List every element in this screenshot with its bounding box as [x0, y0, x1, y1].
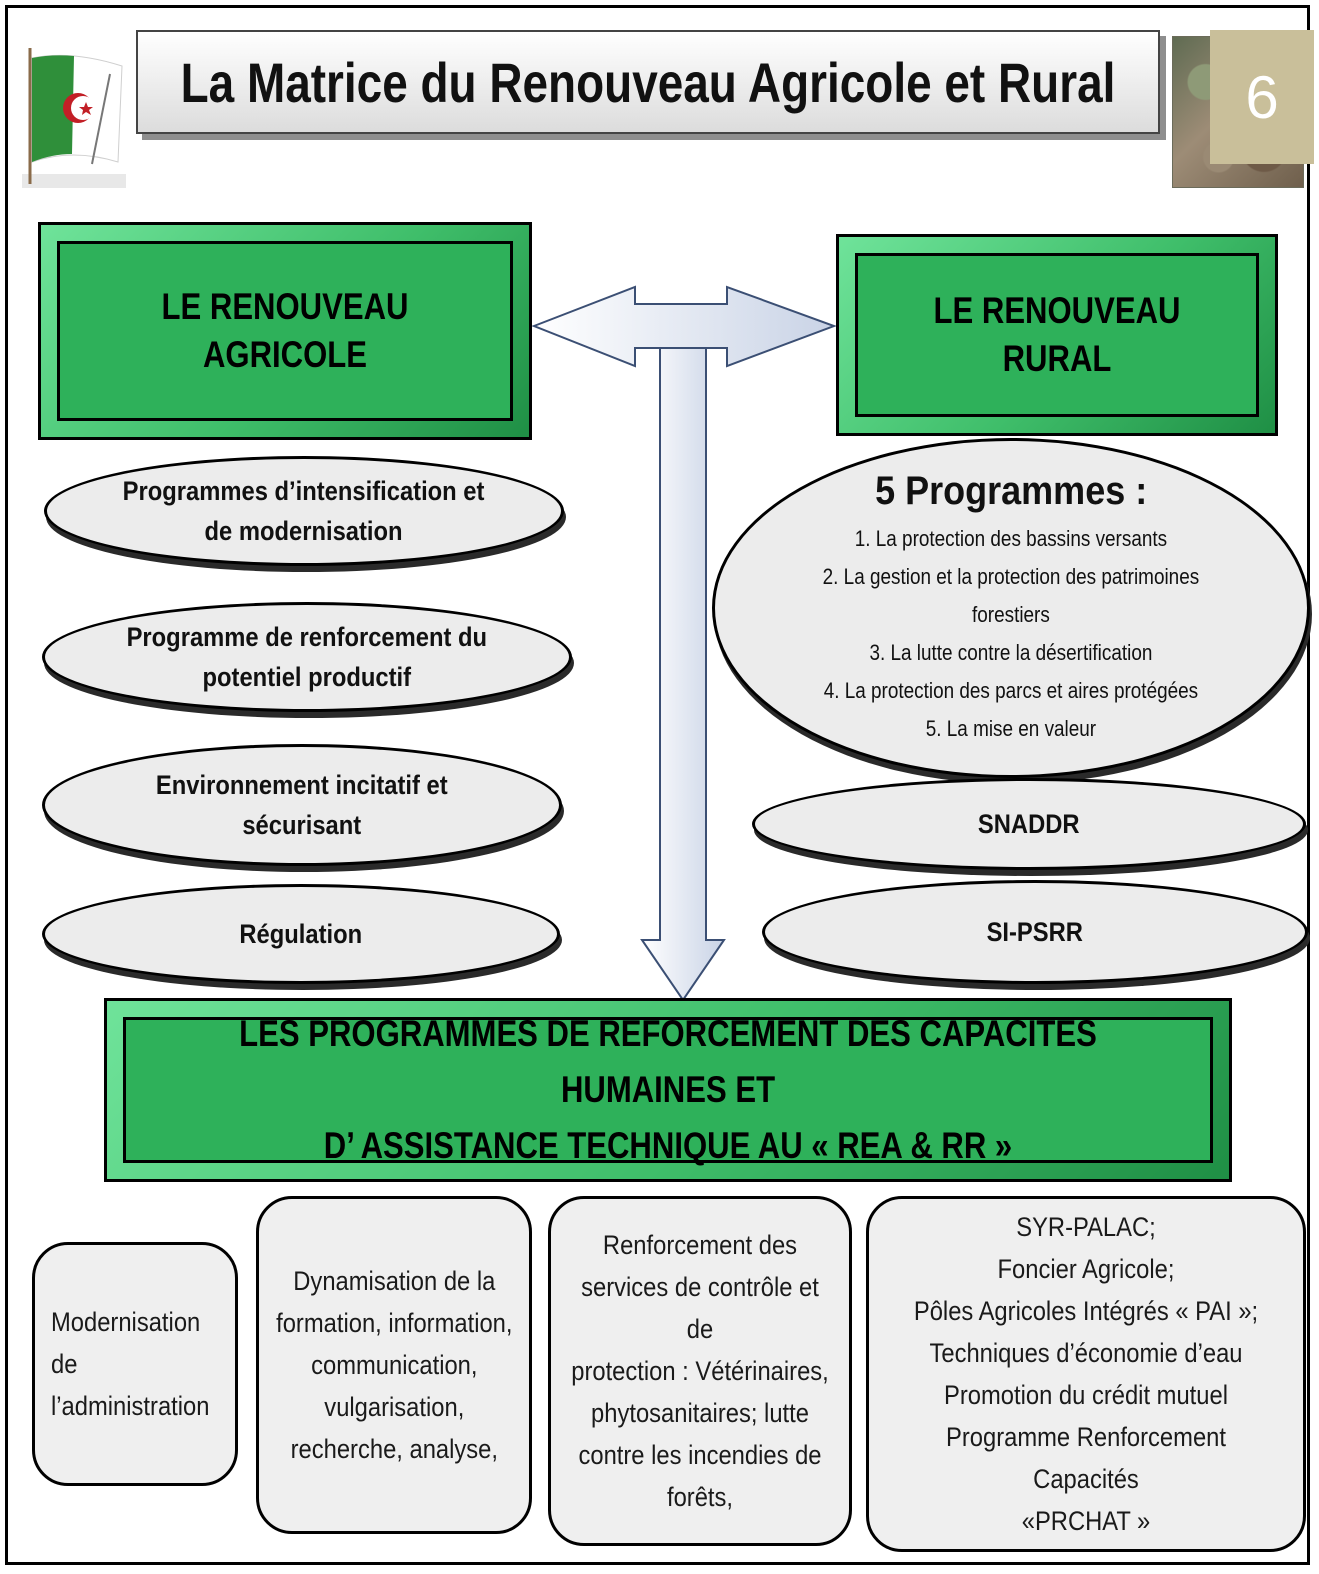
programmes-renforcement-label: LES PROGRAMMES DE REFORCEMENT DES CAPACI…	[239, 1013, 1097, 1166]
card-text: Dynamisation de la formation, informatio…	[275, 1266, 513, 1464]
programmes-heading: 5 Programmes :	[874, 468, 1148, 513]
algeria-flag-icon	[22, 48, 126, 188]
double-arrow-icon	[531, 285, 837, 368]
ellipse-snaddr: SNADDR	[752, 778, 1306, 870]
ellipse-label: Environnement incitatif et sécurisant	[156, 769, 448, 841]
page-title: La Matrice du Renouveau Agricole et Rura…	[180, 50, 1116, 114]
ellipse-label: Programme de renforcement du potentiel p…	[126, 621, 488, 693]
ellipse-label: SNADDR	[978, 808, 1080, 839]
card-renforcement-services: Renforcement des services de contrôle et…	[548, 1196, 852, 1546]
card-text: Modernisation de l’administration	[51, 1307, 210, 1421]
card-syr-palac: SYR-PALAC; Foncier Agricole; Pôles Agric…	[866, 1196, 1306, 1552]
slide-frame	[5, 5, 1310, 1565]
ellipse-environnement: Environnement incitatif et sécurisant	[42, 744, 562, 866]
programmes-renforcement-box: LES PROGRAMMES DE REFORCEMENT DES CAPACI…	[104, 998, 1232, 1182]
slide-number: 6	[1245, 63, 1279, 131]
programmes-list: 1. La protection des bassins versants 2.…	[792, 520, 1230, 748]
ellipse-intensification: Programmes d’intensification et de moder…	[44, 456, 564, 566]
title-bar: La Matrice du Renouveau Agricole et Rura…	[136, 30, 1160, 134]
down-arrow-icon	[640, 347, 726, 1002]
programme-item: 4. La protection des parcs et aires prot…	[823, 677, 1199, 703]
programme-item: 2. La gestion et la protection des patri…	[822, 563, 1200, 589]
renouveau-rural-label: LE RENOUVEAU RURAL	[933, 289, 1181, 379]
programme-item: forestiers	[972, 601, 1050, 627]
ellipse-renforcement: Programme de renforcement du potentiel p…	[42, 602, 572, 712]
card-modernisation: Modernisation de l’administration	[32, 1242, 238, 1486]
ellipse-label: SI-PSRR	[986, 916, 1084, 947]
card-text: SYR-PALAC; Foncier Agricole; Pôles Agric…	[913, 1212, 1259, 1536]
ellipse-label: Programmes d’intensification et de moder…	[123, 475, 485, 547]
programme-item: 5. La mise en valeur	[925, 715, 1097, 741]
ellipse-label: Régulation	[239, 918, 363, 949]
card-dynamisation: Dynamisation de la formation, informatio…	[256, 1196, 532, 1534]
programme-item: 3. La lutte contre la désertification	[869, 639, 1153, 665]
renouveau-agricole-label: LE RENOUVEAU AGRICOLE	[161, 285, 409, 375]
ellipse-5-programmes: 5 Programmes : 1. La protection des bass…	[712, 438, 1310, 778]
ellipse-si-psrr: SI-PSRR	[762, 880, 1308, 984]
programme-item: 1. La protection des bassins versants	[854, 525, 1168, 551]
ellipse-regulation: Régulation	[42, 884, 560, 984]
slide-number-badge: 6	[1210, 30, 1314, 164]
card-text: Renforcement des services de contrôle et…	[571, 1230, 829, 1512]
renouveau-agricole-box: LE RENOUVEAU AGRICOLE	[38, 222, 532, 440]
renouveau-rural-box: LE RENOUVEAU RURAL	[836, 234, 1278, 436]
